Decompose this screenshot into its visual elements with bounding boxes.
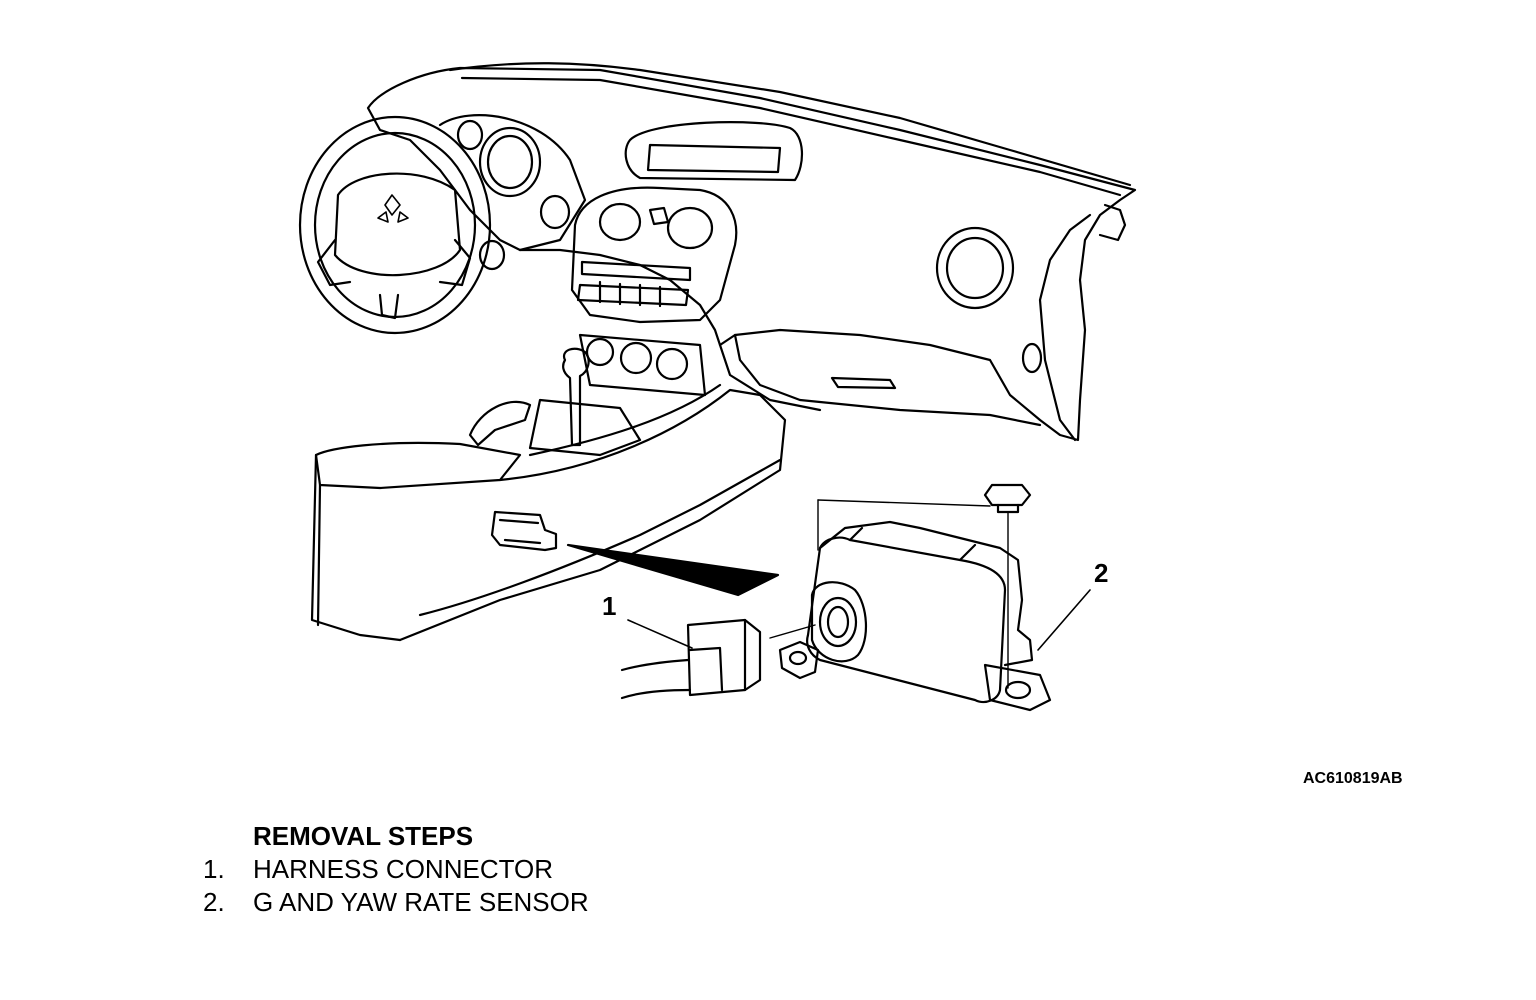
dashboard-sensor-illustration [298, 62, 1137, 712]
step-number: 1. [203, 854, 225, 884]
center-stack [570, 186, 738, 397]
instrument-cluster [438, 114, 587, 271]
floor-console [310, 347, 787, 642]
callout-1: 1 [602, 591, 617, 621]
callout-2: 2 [1094, 558, 1109, 588]
figure-id: AC610819AB [1303, 770, 1403, 787]
step-text: G AND YAW RATE SENSOR [253, 887, 589, 917]
g-and-yaw-rate-sensor [778, 483, 1052, 712]
removal-steps-title: REMOVAL STEPS [253, 821, 474, 851]
harness-connector [620, 618, 816, 700]
step-number: 2. [203, 887, 225, 917]
callout-leaders [627, 589, 1091, 651]
dashboard [366, 62, 1137, 442]
step-text: HARNESS CONNECTOR [253, 854, 554, 884]
steering-wheel [298, 115, 492, 335]
